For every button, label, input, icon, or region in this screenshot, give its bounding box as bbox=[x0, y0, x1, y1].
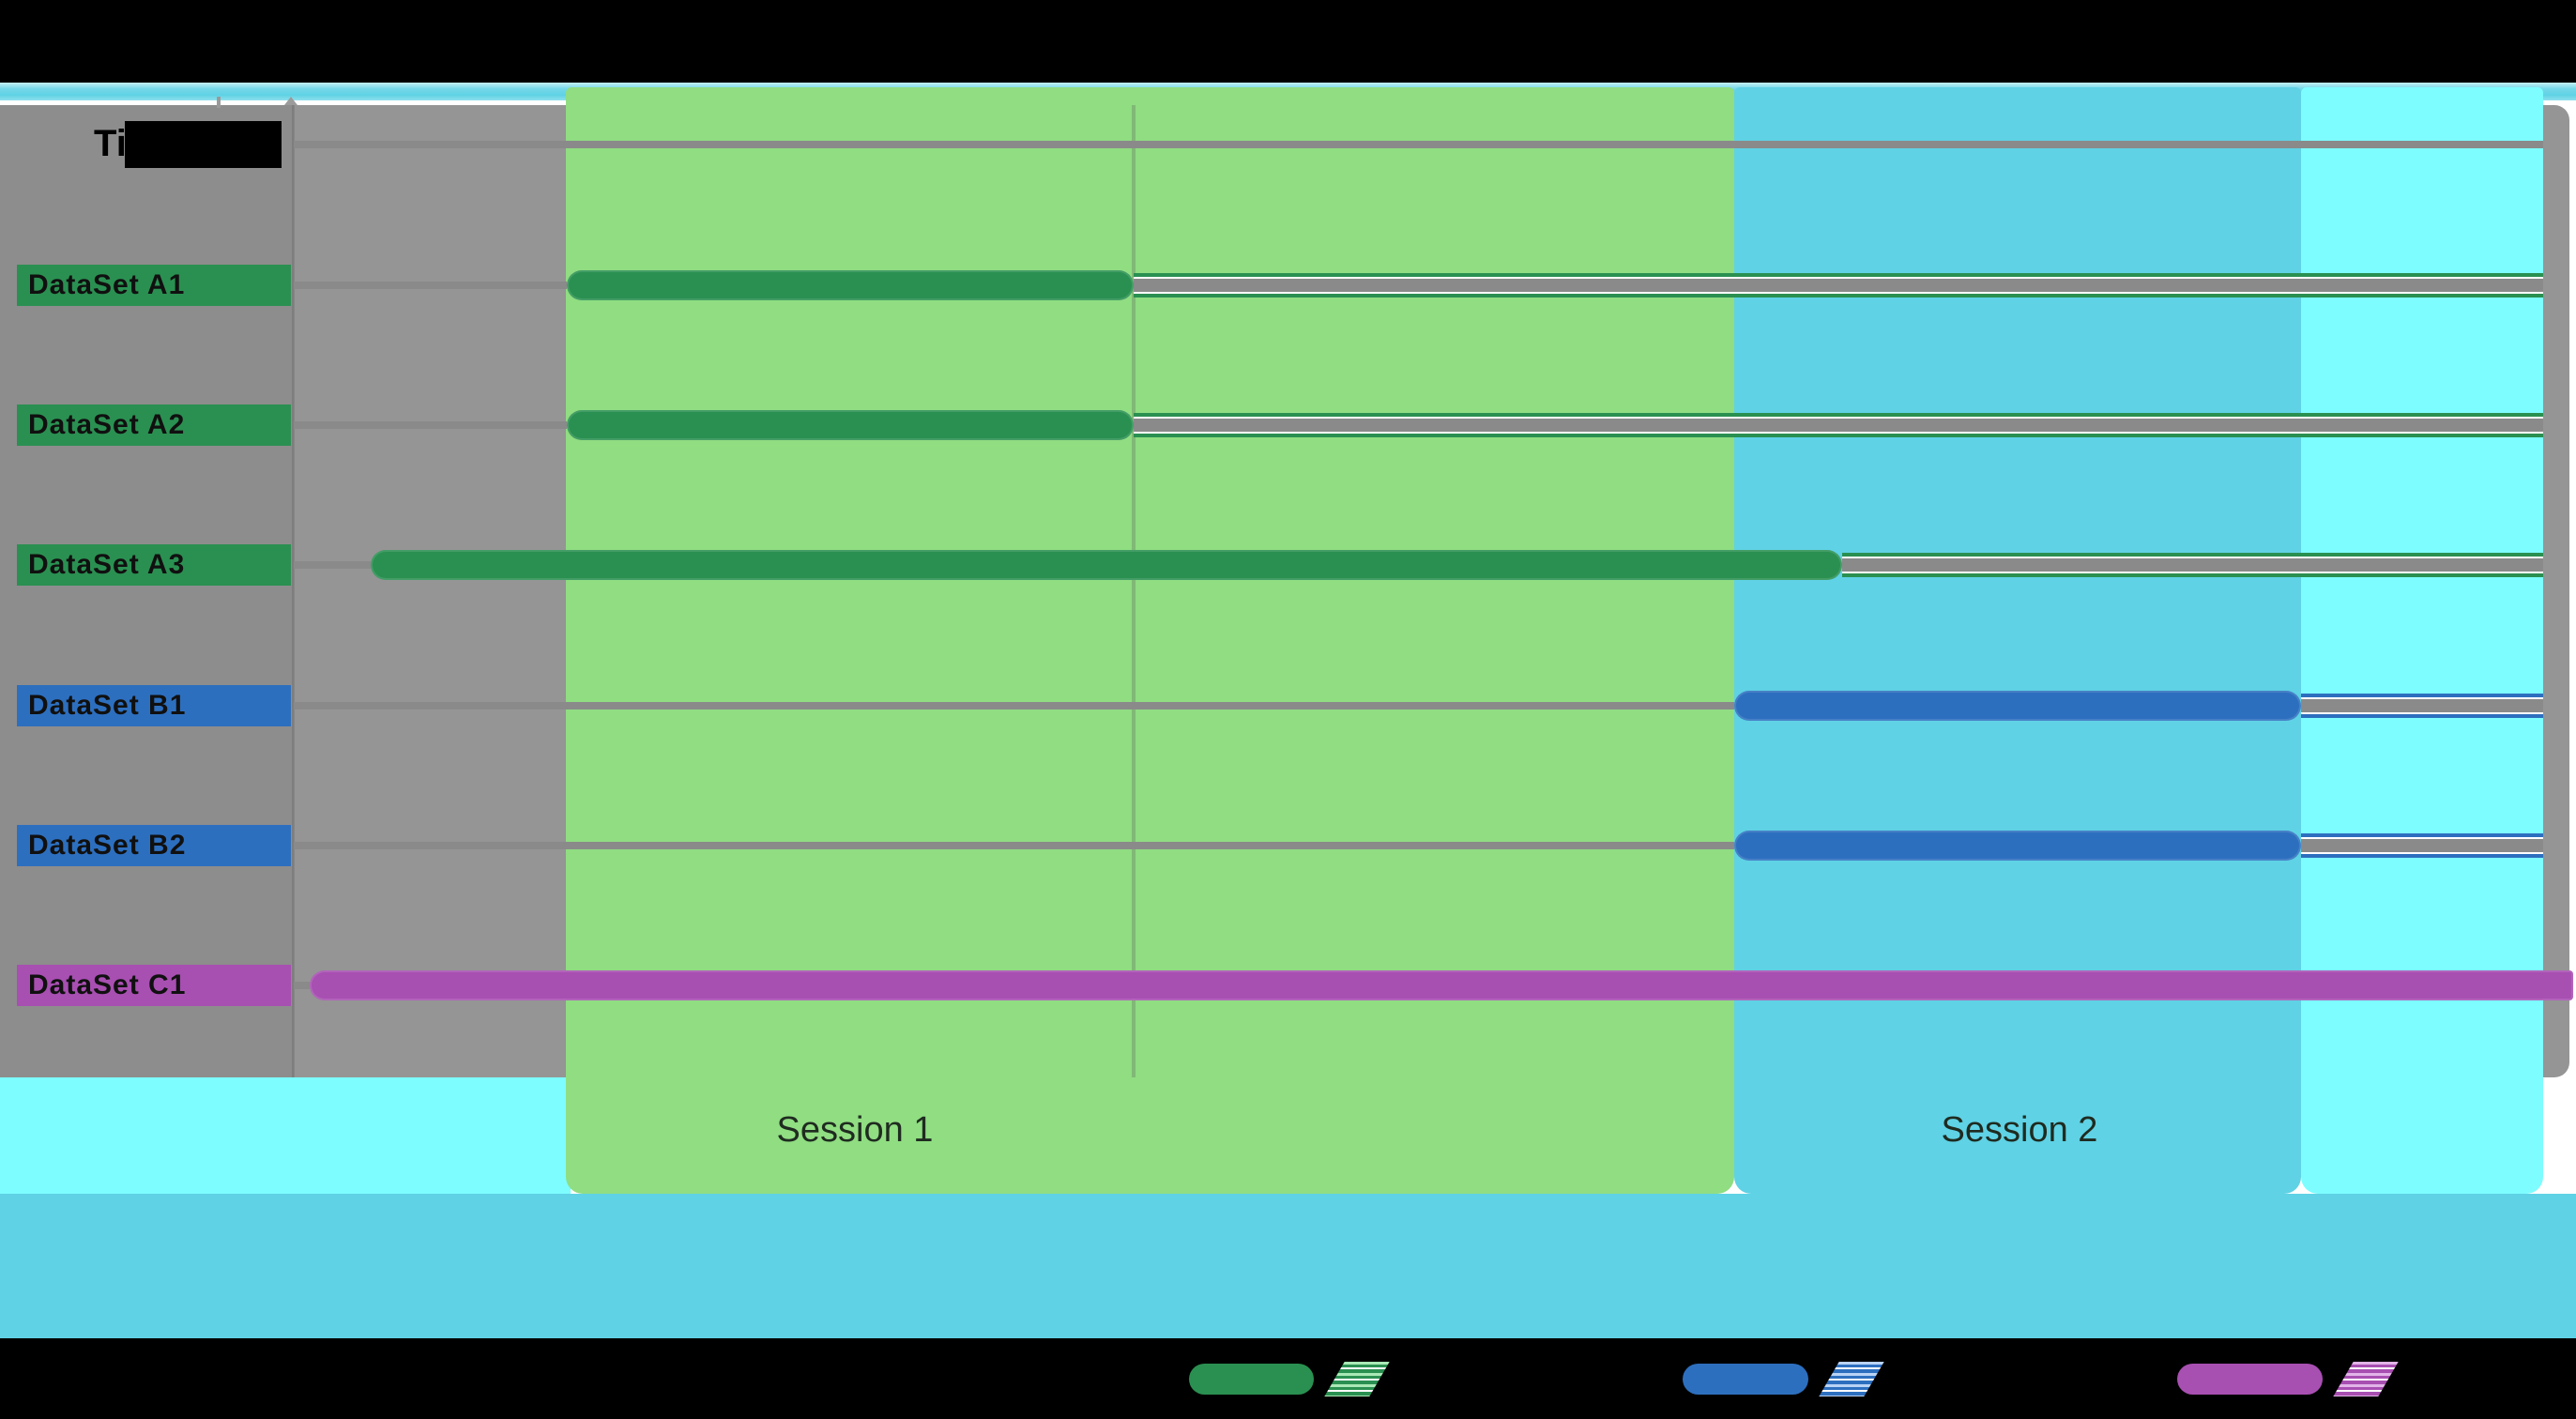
row-line-continuation bbox=[1134, 273, 2543, 298]
vertical-gridline bbox=[1132, 105, 1136, 1077]
row-chip-B1: DataSet B1 bbox=[17, 685, 291, 726]
session1-column bbox=[566, 87, 1734, 1194]
dataset-b-swatch bbox=[1683, 1364, 1808, 1395]
row-label-gutter bbox=[0, 105, 294, 1077]
header-gridline bbox=[294, 141, 2543, 148]
row-gridline bbox=[294, 421, 567, 429]
session1-label: Session 1 bbox=[776, 1110, 934, 1150]
row-gridline bbox=[294, 561, 371, 569]
bar-A3 bbox=[371, 550, 1842, 580]
row-line-continuation bbox=[2301, 694, 2543, 718]
row-chip-A2: DataSet A2 bbox=[17, 404, 291, 446]
row-chip-label: DataSet A1 bbox=[28, 269, 186, 300]
row-gridline bbox=[294, 982, 310, 989]
time-label-highlight bbox=[125, 121, 282, 168]
row-chip-label: DataSet A3 bbox=[28, 549, 186, 580]
dataset-c-swatch bbox=[2177, 1364, 2323, 1395]
row-line-continuation bbox=[1842, 553, 2543, 577]
bar-B1 bbox=[1734, 691, 2301, 721]
session2-label: Session 2 bbox=[1941, 1110, 2098, 1150]
right-bright-cyan-column bbox=[2301, 87, 2543, 1194]
row-gridline bbox=[294, 842, 1734, 849]
bar-A1 bbox=[567, 270, 1134, 300]
row-chip-B2: DataSet B2 bbox=[17, 825, 291, 866]
bar-C1 bbox=[310, 970, 2573, 1000]
row-gridline bbox=[294, 282, 567, 289]
row-line-continuation bbox=[1134, 413, 2543, 437]
top-black-band bbox=[0, 0, 2576, 83]
axis-arrow-tick bbox=[284, 97, 297, 105]
row-chip-A3: DataSet A3 bbox=[17, 544, 291, 586]
plot-left-axis-line bbox=[292, 105, 295, 1077]
row-chip-label: DataSet B1 bbox=[28, 690, 187, 721]
session2-column bbox=[1734, 87, 2301, 1194]
row-chip-label: DataSet A2 bbox=[28, 409, 186, 440]
bar-B2 bbox=[1734, 831, 2301, 861]
dataset-a-swatch bbox=[1189, 1364, 1314, 1395]
time-axis-label: Time bbox=[94, 123, 181, 164]
bar-A2 bbox=[567, 410, 1134, 440]
bottom-left-bright-cyan-block bbox=[0, 1077, 571, 1194]
row-chip-label: DataSet B2 bbox=[28, 830, 187, 861]
row-line-continuation bbox=[2301, 833, 2543, 858]
row-chip-A1: DataSet A1 bbox=[17, 265, 291, 306]
row-chip-label: DataSet C1 bbox=[28, 969, 187, 1000]
bottom-cyan-band bbox=[0, 1194, 2576, 1338]
axis-tick bbox=[217, 97, 221, 108]
row-chip-C1: DataSet C1 bbox=[17, 965, 291, 1006]
row-gridline bbox=[294, 702, 1734, 710]
